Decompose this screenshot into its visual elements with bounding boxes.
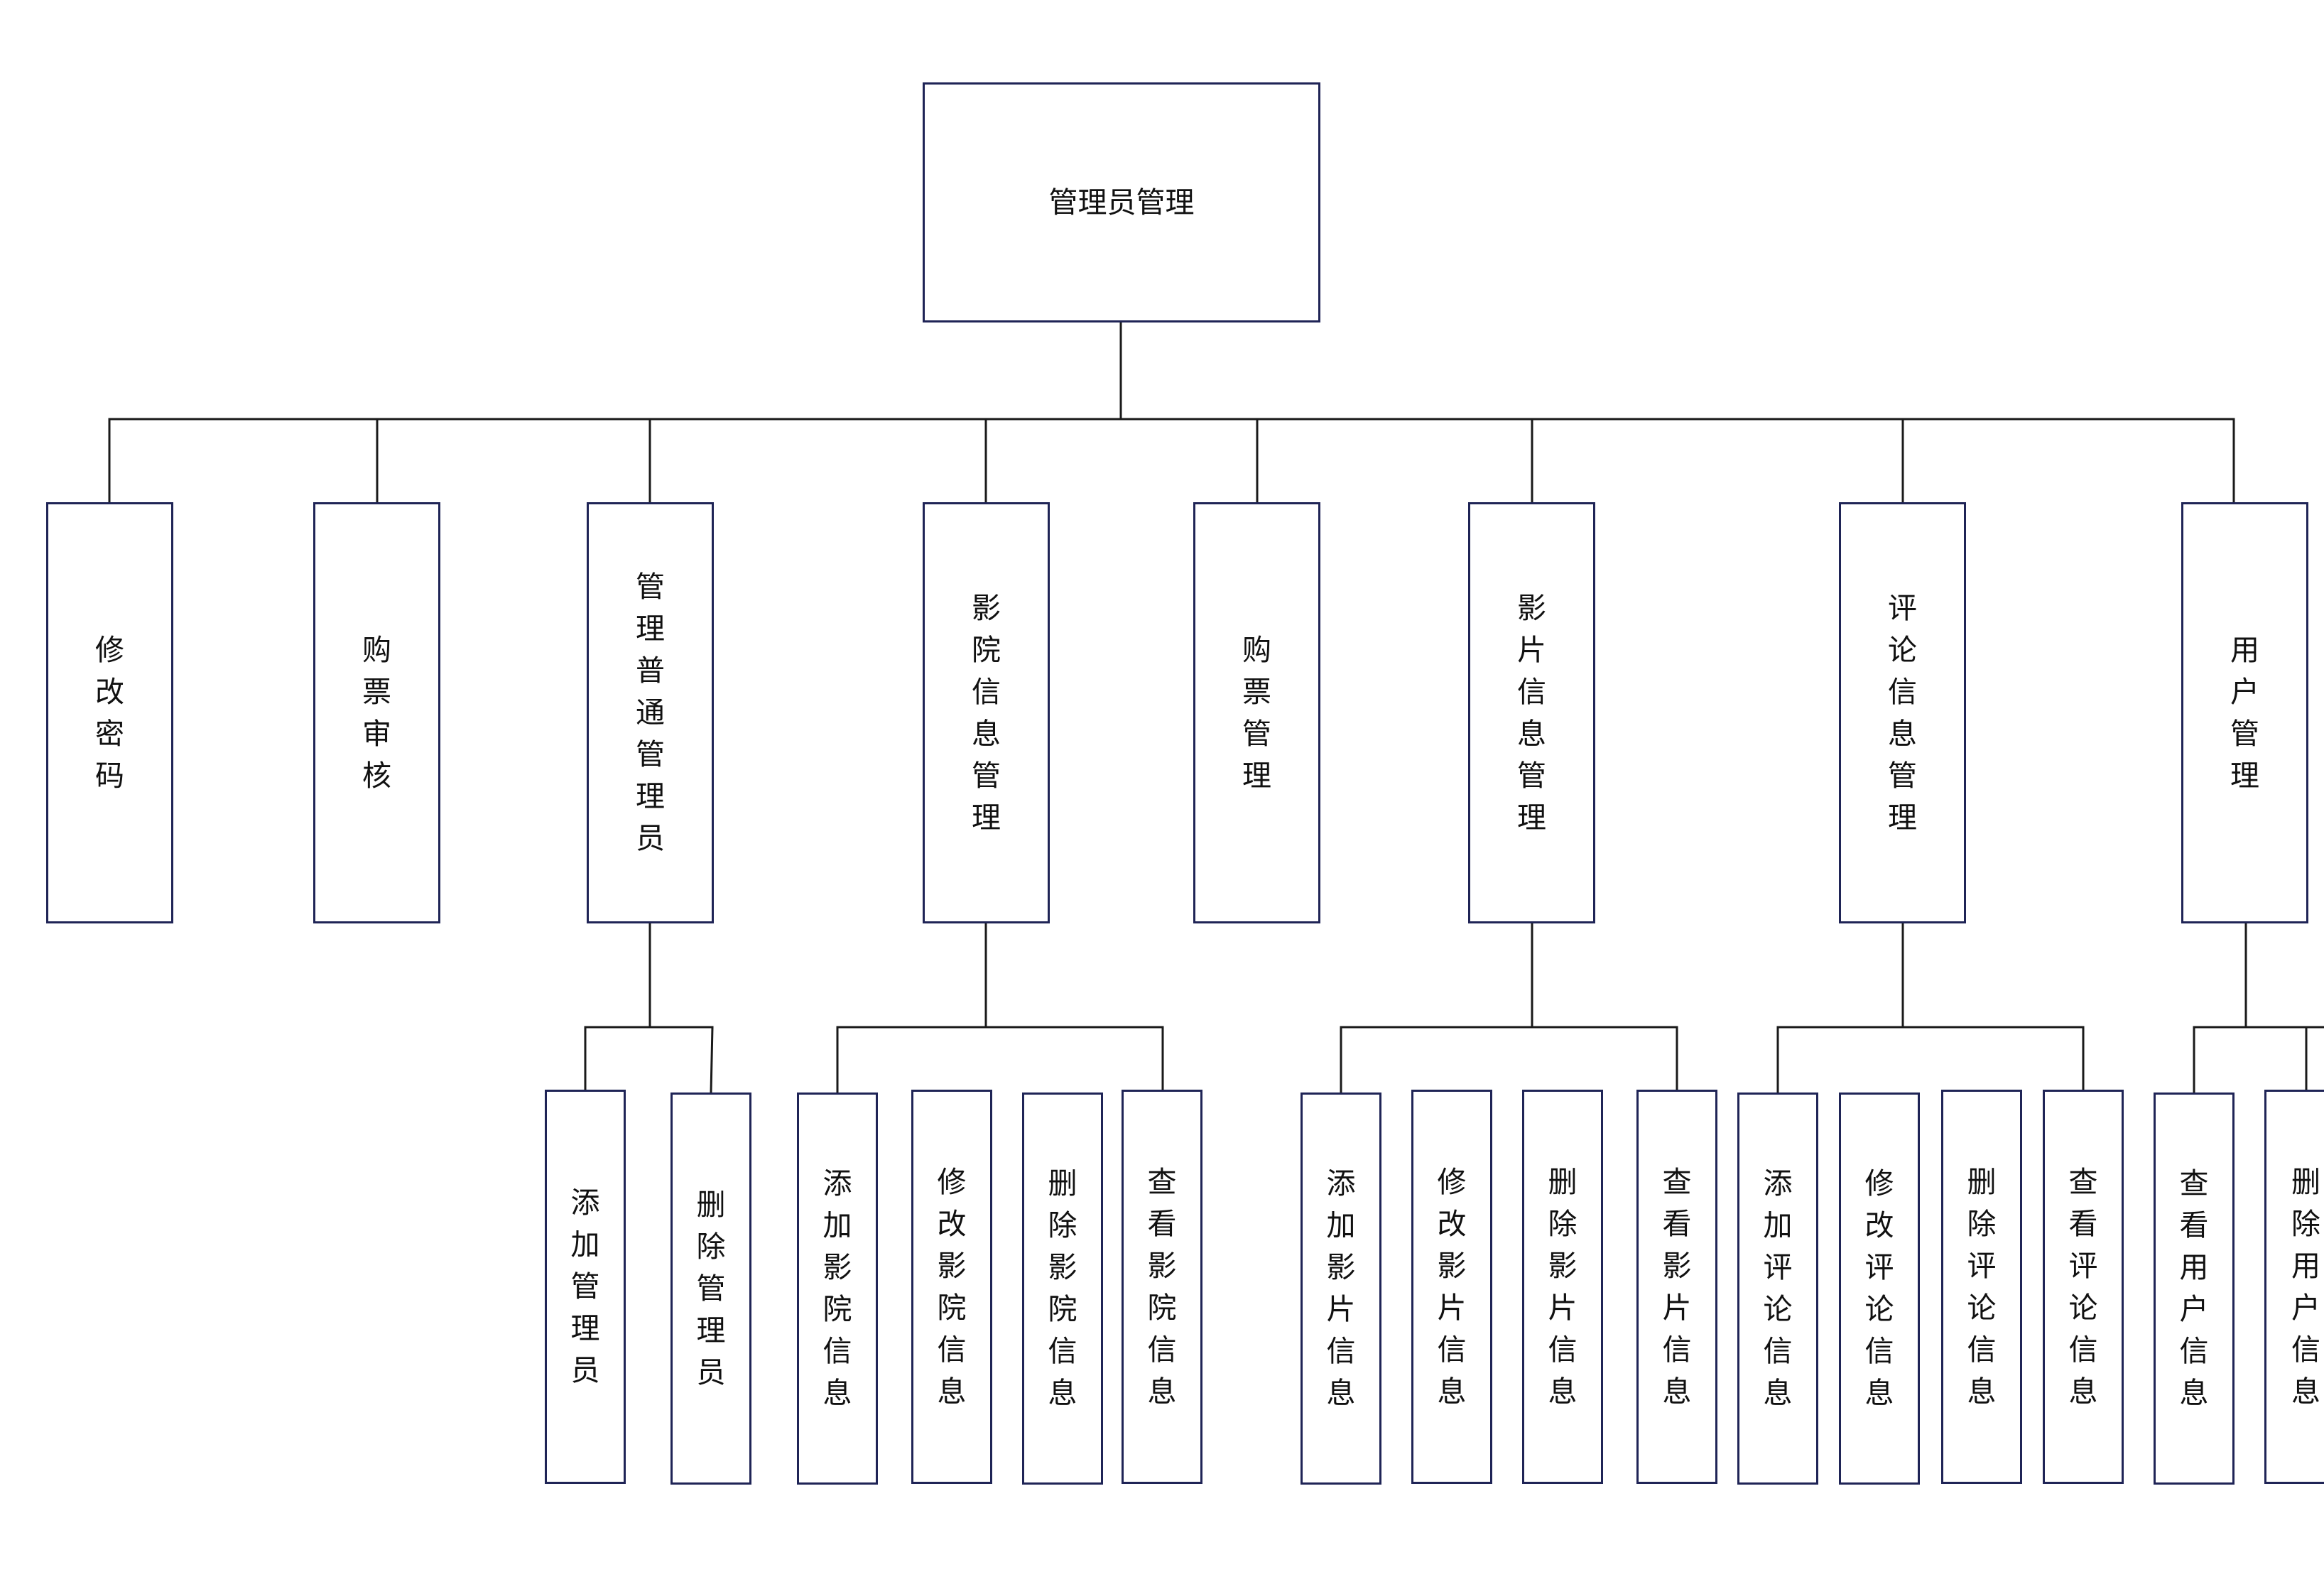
node-ticket-review: 购票审核 <box>313 502 440 923</box>
node-film-manage: 影片信息管理 <box>1468 502 1595 923</box>
node-ticket-review-label: 购票审核 <box>362 632 391 793</box>
connector-admin-right <box>710 1026 714 1094</box>
node-view-film: 查看影片信息 <box>1636 1090 1717 1484</box>
node-delete-user-label: 删除用户信息 <box>2291 1164 2320 1409</box>
node-edit-film: 修改影片信息 <box>1411 1090 1492 1484</box>
node-view-comment: 查看评论信息 <box>2043 1090 2124 1484</box>
node-add-film: 添加影片信息 <box>1301 1093 1381 1485</box>
node-delete-user: 删除用户信息 <box>2264 1090 2324 1484</box>
node-delete-cinema-label: 删除影院信息 <box>1048 1166 1077 1410</box>
node-admin-manage: 管理普通管理员 <box>587 502 714 923</box>
node-film-manage-label: 影片信息管理 <box>1517 590 1546 835</box>
node-edit-cinema: 修改影院信息 <box>911 1090 992 1484</box>
node-add-comment: 添加评论信息 <box>1737 1093 1818 1485</box>
node-comment-manage: 评论信息管理 <box>1839 502 1966 923</box>
node-delete-film: 删除影片信息 <box>1522 1090 1603 1484</box>
node-change-password-label: 修改密码 <box>95 632 124 793</box>
node-add-comment-label: 添加评论信息 <box>1763 1166 1793 1410</box>
node-admin-manage-label: 管理普通管理员 <box>636 570 665 855</box>
node-edit-comment-label: 修改评论信息 <box>1864 1166 1894 1410</box>
node-add-admin-label: 添加管理员 <box>570 1186 600 1387</box>
node-edit-cinema-label: 修改影院信息 <box>937 1164 967 1409</box>
node-delete-admin-label: 删除管理员 <box>696 1187 726 1389</box>
node-delete-comment: 删除评论信息 <box>1941 1090 2022 1484</box>
root-node: 管理员管理 <box>923 82 1320 322</box>
node-change-password: 修改密码 <box>46 502 173 923</box>
node-view-cinema: 查看影院信息 <box>1122 1090 1202 1484</box>
node-view-user-label: 查看用户信息 <box>2179 1166 2209 1410</box>
node-delete-admin: 删除管理员 <box>670 1093 751 1485</box>
node-user-manage-label: 用户管理 <box>2230 632 2259 793</box>
node-delete-cinema: 删除影院信息 <box>1022 1093 1103 1485</box>
node-view-comment-label: 查看评论信息 <box>2068 1164 2098 1409</box>
node-cinema-manage-label: 影院信息管理 <box>972 590 1001 835</box>
node-delete-comment-label: 删除评论信息 <box>1967 1164 1997 1409</box>
node-cinema-manage: 影院信息管理 <box>923 502 1050 923</box>
node-add-film-label: 添加影片信息 <box>1326 1166 1356 1410</box>
node-edit-film-label: 修改影片信息 <box>1437 1164 1467 1409</box>
node-comment-manage-label: 评论信息管理 <box>1888 590 1917 835</box>
node-ticket-manage-label: 购票管理 <box>1242 632 1271 793</box>
node-add-cinema: 添加影院信息 <box>797 1093 878 1485</box>
node-view-cinema-label: 查看影院信息 <box>1147 1164 1177 1409</box>
node-edit-comment: 修改评论信息 <box>1839 1093 1920 1485</box>
node-view-user: 查看用户信息 <box>2154 1093 2235 1485</box>
node-delete-film-label: 删除影片信息 <box>1548 1164 1578 1409</box>
node-add-admin: 添加管理员 <box>545 1090 626 1484</box>
node-view-film-label: 查看影片信息 <box>1662 1164 1692 1409</box>
node-add-cinema-label: 添加影院信息 <box>822 1166 852 1410</box>
node-ticket-manage: 购票管理 <box>1193 502 1320 923</box>
root-label: 管理员管理 <box>1048 185 1195 219</box>
node-user-manage: 用户管理 <box>2181 502 2308 923</box>
